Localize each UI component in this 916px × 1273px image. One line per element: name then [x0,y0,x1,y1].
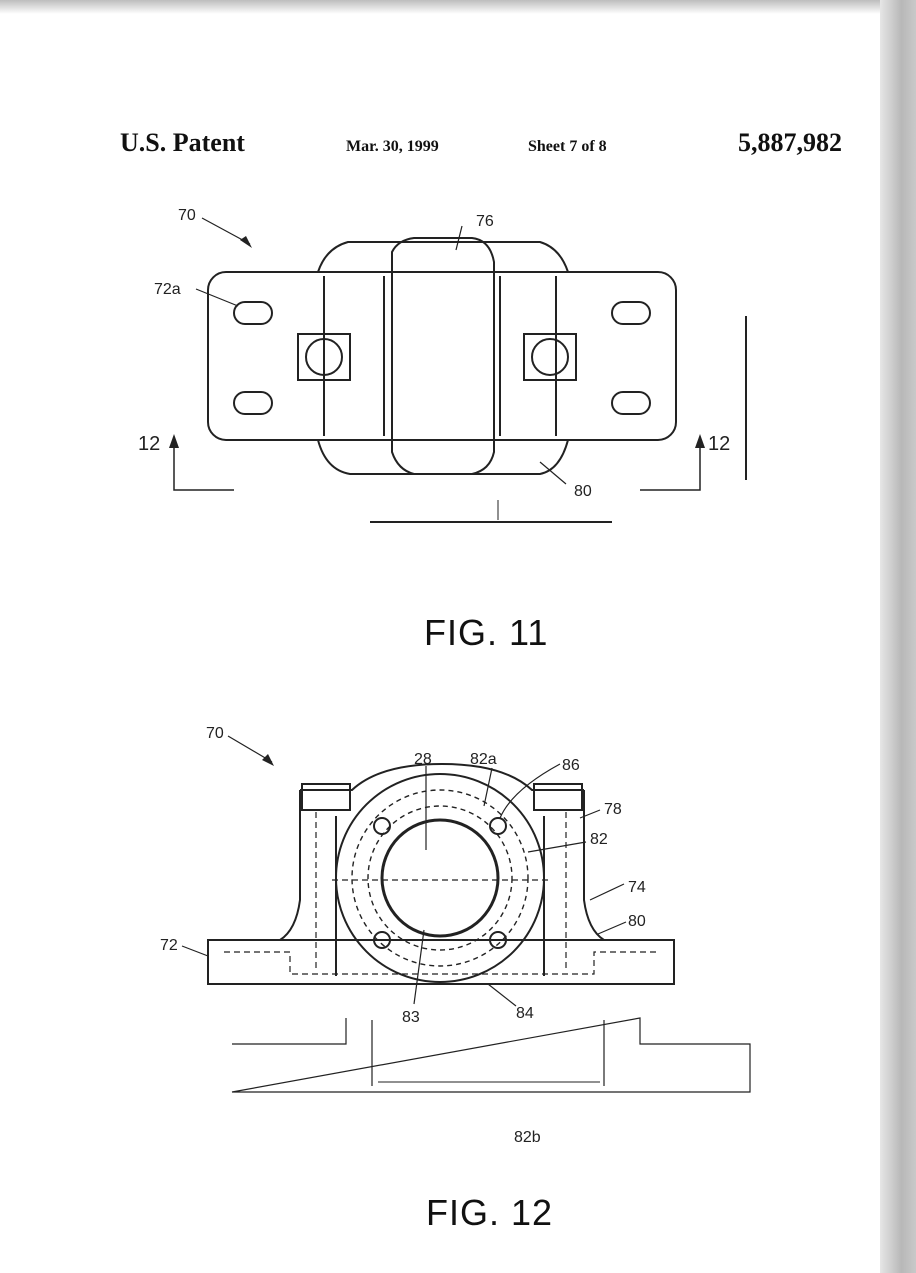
fig12-label-82: 82 [590,831,608,848]
fig12-label-70: 70 [206,725,224,742]
fig12-label-28: 28 [414,751,432,768]
fig12-nut-right [534,784,582,810]
fig12-label-86: 86 [562,757,580,774]
fig12-housing-top [300,764,584,790]
fig12-outer-ring [336,774,544,982]
fig12-label-74: 74 [628,879,646,896]
fig12-label-84: 84 [516,1005,534,1022]
fig12-nut-left [302,784,350,810]
fig12-label-82b: 82b [514,1129,541,1146]
fig12-base [208,940,674,984]
fig12-caption: FIG. 12 [426,1192,553,1234]
fig12-housing [280,790,604,940]
fig12-shaft-bore [382,820,498,936]
fig12-label-82a: 82a [470,751,497,768]
fig12-label-80: 80 [628,913,646,930]
fig12-label-83: 83 [402,1009,420,1026]
fig12-label-72: 72 [160,937,178,954]
fig12-label-78: 78 [604,801,622,818]
